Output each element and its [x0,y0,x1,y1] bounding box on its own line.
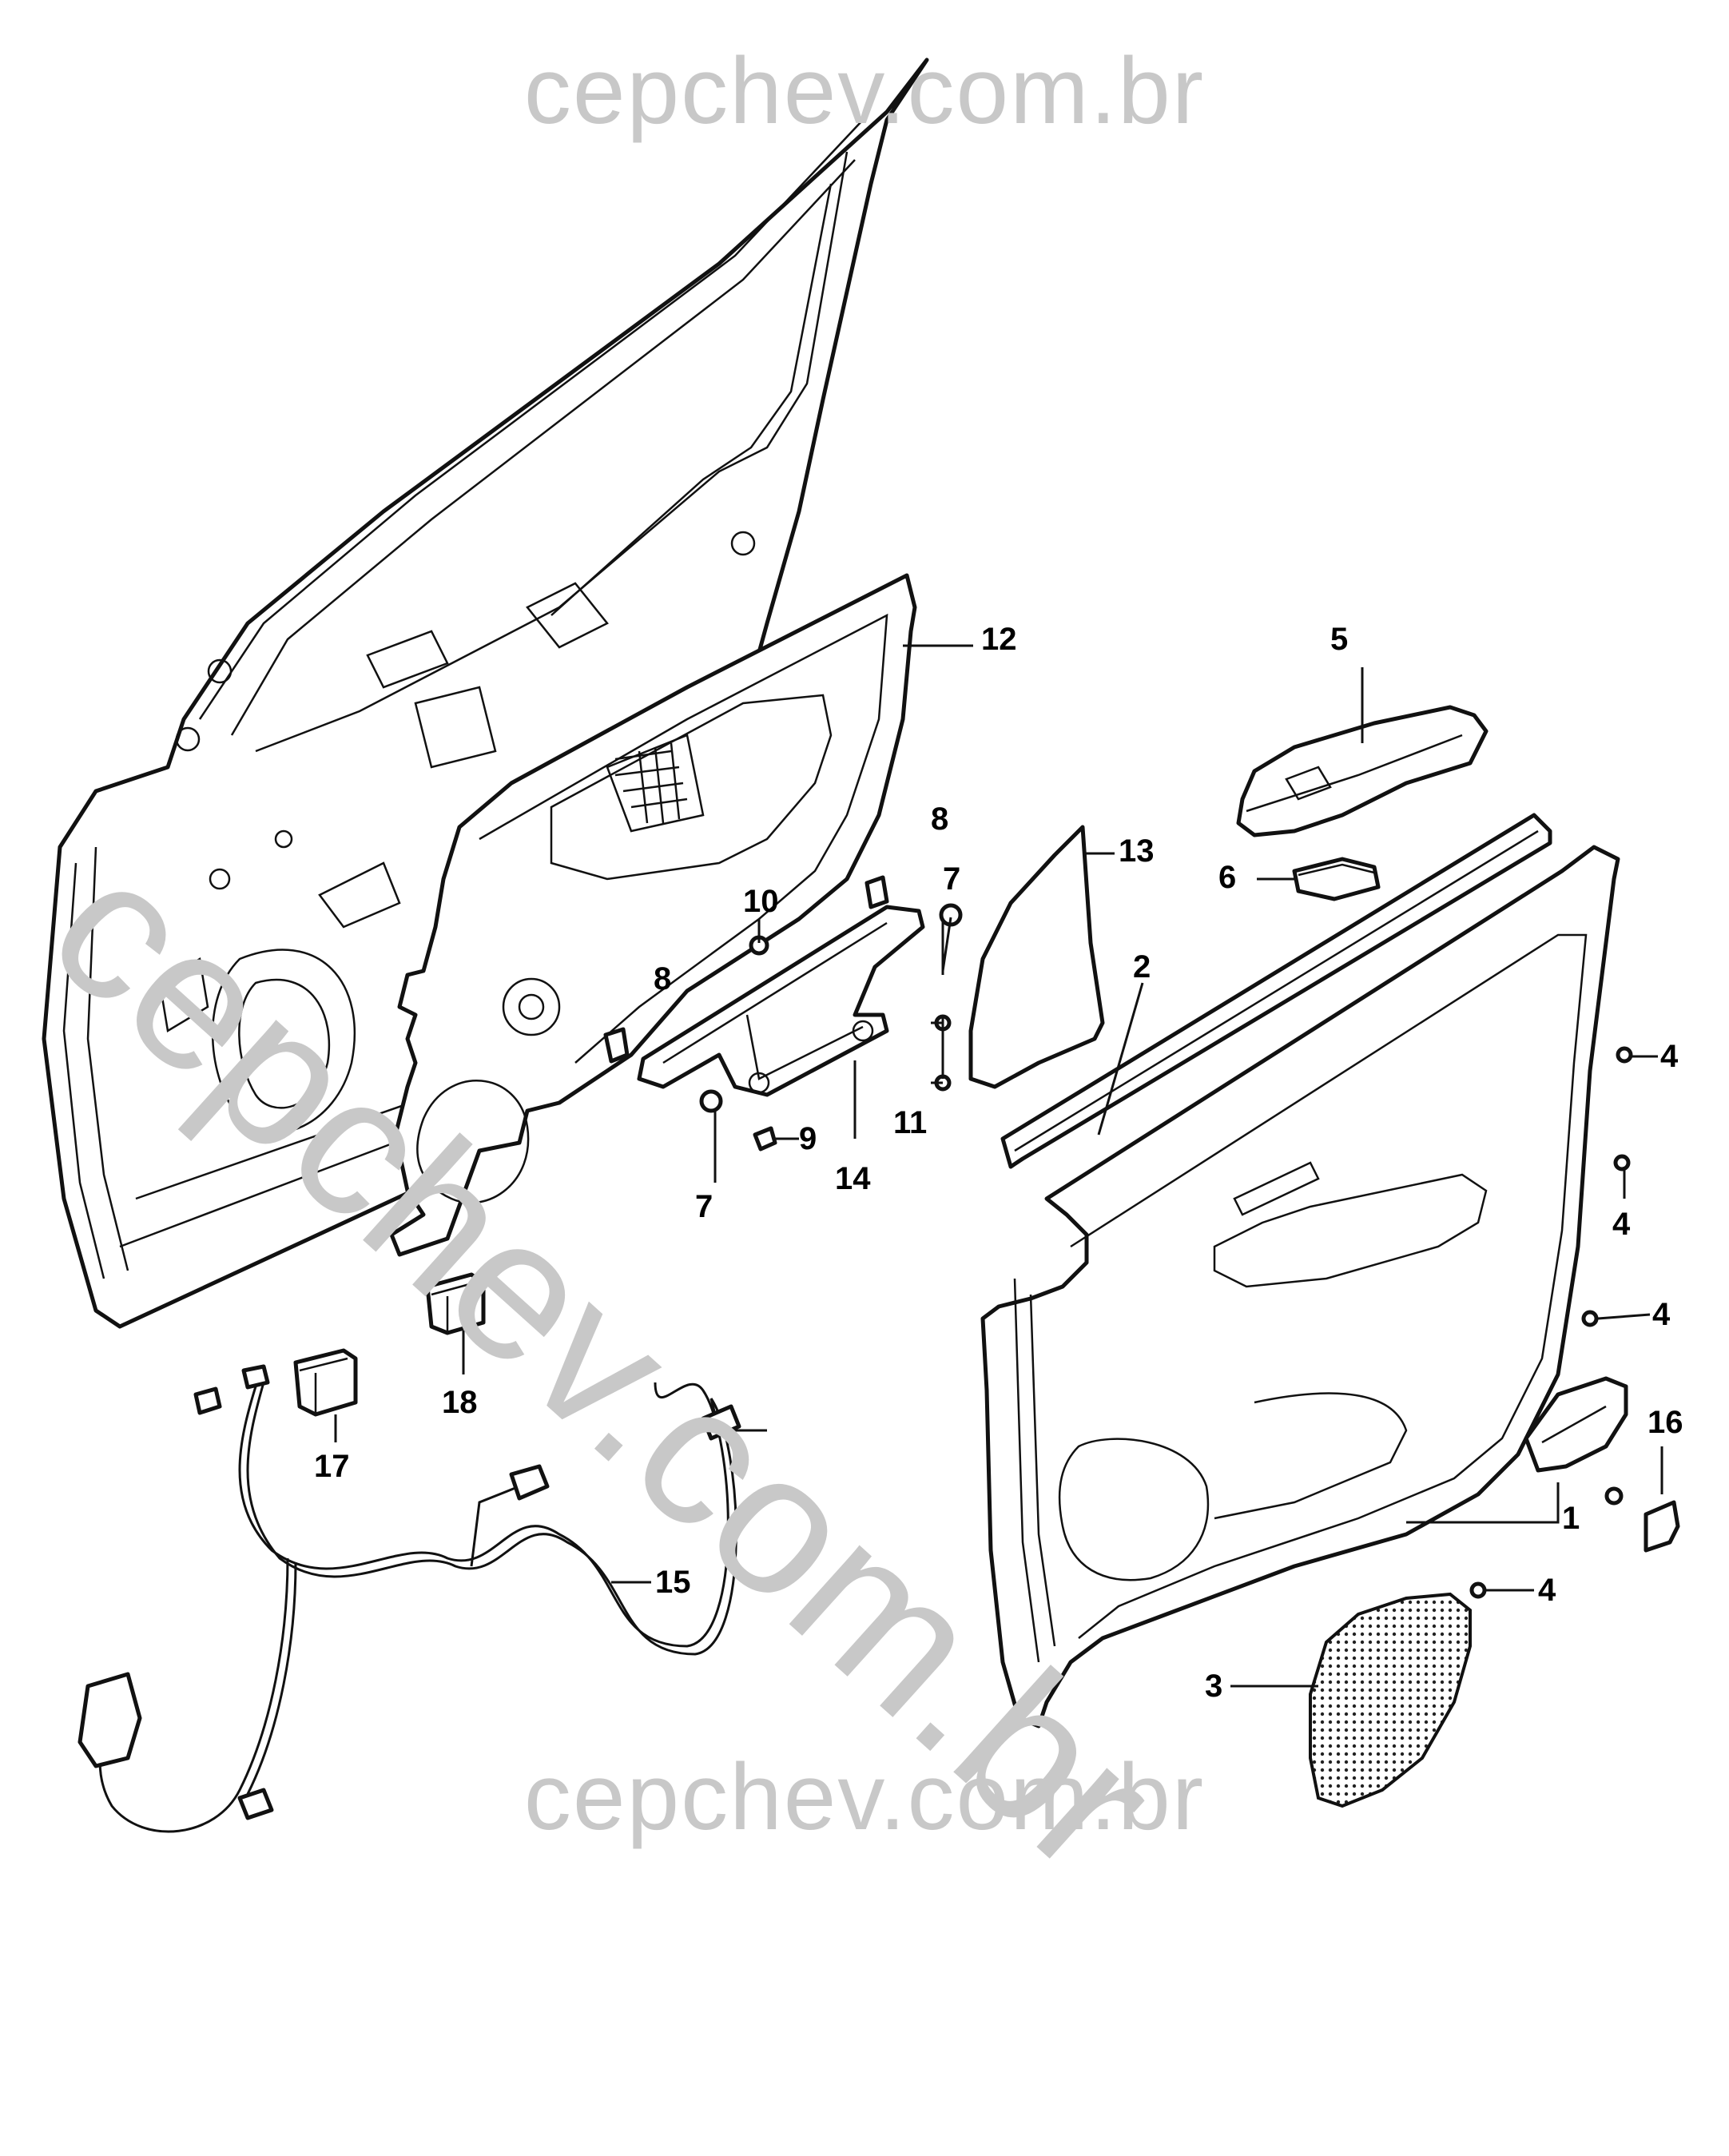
callout-4-a: 4 [1660,1039,1679,1074]
speaker-grille-3 [1309,1592,1472,1808]
callout-3: 3 [1205,1669,1223,1704]
callout-8-right: 8 [931,802,949,837]
watermark-top: cepchev.com.br [523,38,1206,144]
pad-16 [293,1348,358,1417]
callout-4-d: 4 [1538,1573,1556,1608]
callout-4-c: 4 [1652,1297,1671,1332]
clip-17 [1644,1500,1680,1553]
beltline-strip-2 [1000,813,1552,1169]
callout-17: 16 [1648,1405,1683,1440]
callout-1: 1 [1562,1501,1580,1536]
pad-18 [425,1272,486,1335]
wiring-harness-12 [78,1364,767,1833]
callout-10: 10 [743,884,779,919]
filler-14 [968,825,1105,1089]
callout-16: 17 [314,1449,350,1484]
callout-5: 5 [1330,622,1349,657]
callout-12: 15 [655,1565,691,1600]
door-shell [42,58,929,1329]
callout-15: 14 [835,1161,871,1196]
callout-4-b: 4 [1612,1207,1631,1242]
callout-8-left: 8 [654,961,672,996]
callout-14: 13 [1119,833,1155,869]
callout-9: 9 [799,1121,817,1156]
callout-6: 6 [1218,860,1237,895]
door-trim-panel-1 [980,845,1620,1728]
callout-13: 12 [981,622,1017,657]
watermark-bottom: cepchev.com.br [523,1744,1206,1850]
leader-lines [334,644,1663,1688]
callout-11: 11 [893,1105,928,1140]
bracket-15 [637,905,925,1097]
switch-bezel-5 [1236,705,1489,837]
parts-diagram: cepchev.com.br cepchev.com.br cepchev.co… [10,38,1683,1914]
switch-module-6 [1292,857,1381,901]
callout-7-bottom: 7 [695,1189,713,1224]
inner-handle [1524,1376,1628,1473]
door-exploded-view-drawing [42,58,1680,1833]
callout-7-top: 7 [943,861,961,897]
callout-2: 2 [1133,949,1151,985]
callout-18: 18 [442,1385,478,1420]
